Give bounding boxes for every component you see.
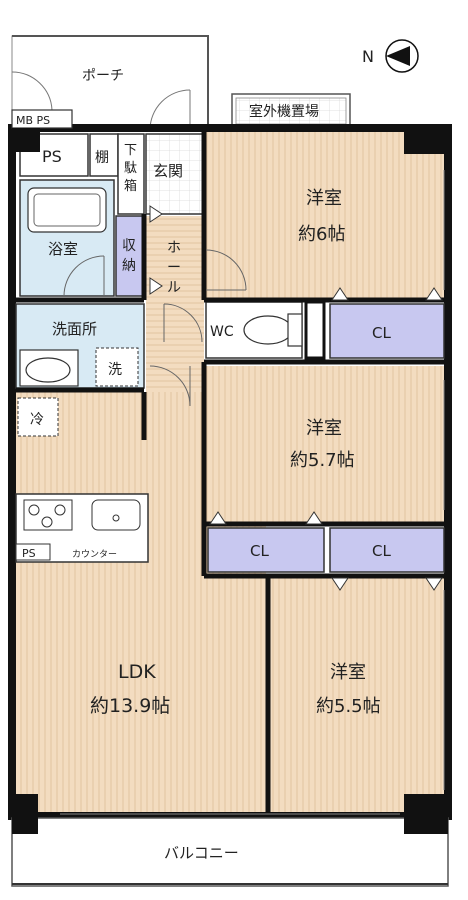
toilet-icon [243,315,293,345]
washer-label: 洗 [108,362,122,378]
shoe-box [117,133,145,215]
north-arrow-icon: N [362,39,419,73]
washroom [15,303,145,389]
room-1-size: 約6帖 [298,224,345,245]
washroom-label: 洗面所 [52,320,97,338]
kitchen-counter [15,493,149,563]
closet-right-label: CL [372,542,391,560]
svg-text:N: N [362,47,374,66]
balcony-label: バルコニー [164,844,239,862]
room-2-size: 約5.7帖 [290,450,355,471]
ps-box-kitchen [15,543,51,561]
ldk-name: LDK [118,661,156,683]
hall-floor [146,216,204,392]
ldk-floor [16,392,266,812]
room-1-floor [206,132,444,300]
fridge-box [17,397,59,437]
counter-label: カウンター [72,549,117,560]
porch-label: ポーチ [82,68,124,84]
entrance-area [145,133,205,215]
washer-box [95,347,139,387]
stove-icon [23,499,73,531]
mb-ps-label: MB PS [16,114,50,127]
storage-closet [115,215,145,297]
sink-icon [25,357,71,383]
room-2-name: 洋室 [306,418,342,439]
columns [12,128,448,834]
shelf-label: 棚 [95,150,109,166]
interior-walls [16,130,446,812]
closet-left-label: CL [250,542,269,560]
outdoor-unit-label: 室外機置場 [249,103,319,120]
closet-left [207,527,325,573]
toilet-room [205,300,326,360]
shelf-box [89,133,119,177]
closet-door-markers [149,205,443,591]
closet-wc-label: CL [372,324,391,342]
mb-ps-box [11,109,73,129]
bath-label: 浴室 [48,240,78,258]
bathroom [19,179,115,297]
closet-wc [329,303,445,359]
ldk-size: 約13.9帖 [90,695,170,717]
ps-top-label: PS [42,147,62,166]
windows [60,170,445,815]
room-3-name: 洋室 [330,662,366,683]
shoe-box-label: 下駄箱 [124,143,137,194]
fridge-label: 冷 [30,412,44,428]
entrance-label: 玄関 [153,162,183,180]
ps-kitchen-label: PS [22,547,36,560]
balcony-area [11,817,449,887]
room-1-name: 洋室 [306,188,342,209]
wc-label: WC [210,324,234,340]
storage-label: 収納 [122,238,136,274]
room-3-size: 約5.5帖 [316,696,381,717]
closet-right [329,527,445,573]
door-swings [63,249,247,407]
hall-label: ホール [167,240,181,296]
room-3-floor [268,576,444,812]
